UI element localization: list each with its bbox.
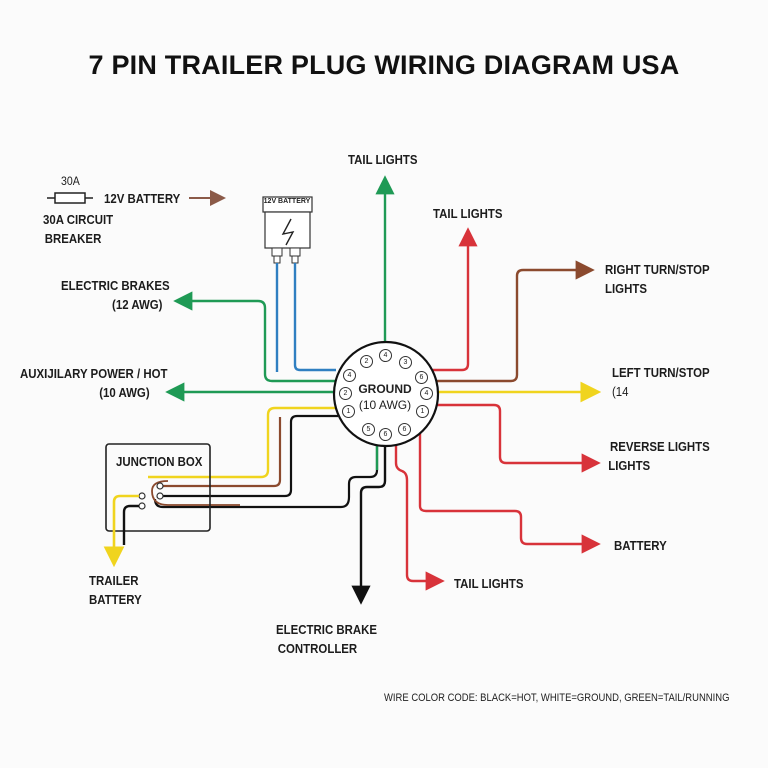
pin-top-left: 2 <box>360 355 373 368</box>
breaker-label: 30A CIRCUIT BREAKER <box>43 212 114 246</box>
pin-right-upper: 6 <box>415 371 428 384</box>
tail-lights-bottom-label: TAIL LIGHTS <box>454 576 524 591</box>
page-title: 7 PIN TRAILER PLUG WIRING DIAGRAM USA <box>88 50 680 80</box>
tail-lights-right-top-label: TAIL LIGHTS <box>433 206 503 221</box>
pin-bottom-left: 5 <box>362 423 375 436</box>
junction-box-label: JUNCTION BOX <box>116 454 203 469</box>
wire-color-legend: WIRE COLOR CODE: BLACK=HOT, WHITE=GROUND… <box>384 692 730 704</box>
pin-top: 4 <box>379 349 392 362</box>
breaker-battery-text: 12V BATTERY <box>104 191 181 206</box>
pin-bottom-right: 6 <box>398 423 411 436</box>
pin-left-upper: 4 <box>343 369 356 382</box>
pin-right: 4 <box>420 387 433 400</box>
circuit-breaker-icon <box>47 192 93 204</box>
lightning-bolt-icon <box>281 218 295 246</box>
battery-output-label: BATTERY <box>614 538 667 553</box>
aux-power-label: AUXIJILARY POWER / HOT (10 AWG) <box>20 366 168 400</box>
battery-box-label: 12V BATTERY <box>263 198 311 205</box>
right-turn-stop-label: RIGHT TURN/STOP LIGHTS <box>605 262 710 296</box>
junction-box <box>105 443 211 532</box>
electric-brakes-label: ELECTRIC BRAKES (12 AWG) <box>61 278 170 312</box>
electric-brake-controller-label: ELECTRIC BRAKE CONTROLLER <box>276 622 378 656</box>
pin-bottom: 6 <box>379 428 392 441</box>
breaker-rating: 30A <box>61 174 80 188</box>
tail-lights-top-label: TAIL LIGHTS <box>348 152 418 167</box>
reverse-lights-label: REVERSE LIGHTS LIGHTS <box>608 439 710 473</box>
left-turn-stop-label: LEFT TURN/STOP (14 <box>612 365 710 399</box>
trailer-battery-label: TRAILER BATTERY <box>89 573 142 607</box>
battery-box <box>262 196 313 264</box>
pin-top-right: 3 <box>399 356 412 369</box>
pin-left: 2 <box>339 387 352 400</box>
pin-right-lower: 1 <box>416 405 429 418</box>
pin-left-lower: 1 <box>342 405 355 418</box>
connector-center-label: GROUND (10 AWG) <box>358 382 412 412</box>
seven-pin-connector <box>332 340 440 448</box>
